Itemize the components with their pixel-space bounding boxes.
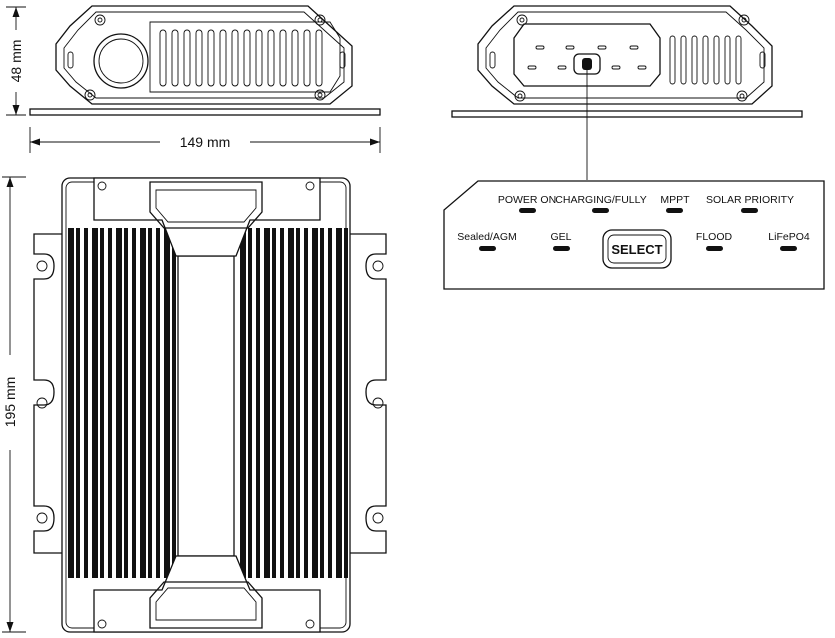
- vent-slot: [291, 29, 299, 87]
- heat-fin: [108, 228, 112, 578]
- vent-slot: [243, 29, 251, 87]
- heat-fin: [164, 228, 170, 578]
- heat-fin: [148, 228, 152, 578]
- heat-fin: [256, 228, 260, 578]
- heat-fin: [320, 228, 324, 578]
- led-mppt: [666, 208, 683, 213]
- heat-fin: [336, 228, 342, 578]
- heat-fin: [296, 228, 300, 578]
- heat-fin: [84, 228, 88, 578]
- heat-fin: [240, 228, 246, 578]
- led-charging-fully: [592, 208, 609, 213]
- heat-fin: [264, 228, 270, 578]
- rear-view-base-plate: [451, 110, 803, 118]
- heat-fin: [68, 228, 74, 578]
- heat-fin: [344, 228, 348, 578]
- heat-fin: [140, 228, 146, 578]
- heat-fin: [132, 228, 136, 578]
- led-label-power-on: POWER ON: [498, 194, 556, 206]
- rear-view-vents: [669, 35, 742, 85]
- led-panel-outline: [443, 180, 825, 290]
- led-power-on: [519, 208, 536, 213]
- led-sealed-agm: [479, 246, 496, 251]
- led-label-charging-fully: CHARGING/FULLY: [555, 194, 646, 206]
- led-label-mppt: MPPT: [660, 194, 690, 206]
- select-button-label: SELECT: [611, 242, 662, 257]
- vent-slot: [315, 29, 323, 87]
- led-lifepo4: [780, 246, 797, 251]
- vent-slot: [680, 35, 687, 85]
- vent-slot: [279, 29, 287, 87]
- heat-fin: [156, 228, 160, 578]
- front-view-base-plate: [29, 108, 381, 116]
- heat-fin: [172, 228, 176, 578]
- led-label-solar-priority: SOLAR PRIORITY: [706, 194, 794, 206]
- heat-fin: [288, 228, 294, 578]
- front-view-housing: [55, 5, 353, 105]
- top-view: [33, 177, 387, 633]
- length-dimension-label: 195 mm: [2, 377, 18, 428]
- heat-fin: [124, 228, 128, 578]
- front-view-vents: [159, 29, 323, 87]
- heat-fin: [312, 228, 318, 578]
- heat-fin: [100, 228, 104, 578]
- led-label-sealed-agm: Sealed/AGM: [457, 231, 517, 243]
- vent-slot: [195, 29, 203, 87]
- vent-slot: [159, 29, 167, 87]
- front-view-terminal: [93, 33, 149, 89]
- top-view-center-channel: [177, 255, 235, 557]
- vent-slot: [207, 29, 215, 87]
- vent-slot: [691, 35, 698, 85]
- vent-slot: [267, 29, 275, 87]
- rear-view: [451, 5, 803, 180]
- led-flood: [706, 246, 723, 251]
- vent-slot: [219, 29, 227, 87]
- heat-fin: [272, 228, 276, 578]
- width-dimension-label: 149 mm: [180, 134, 231, 150]
- heat-fin: [92, 228, 98, 578]
- led-solar-priority: [741, 208, 758, 213]
- length-dimension: 195 mm: [2, 176, 26, 633]
- vent-slot: [231, 29, 239, 87]
- top-view-mount-plate: [33, 233, 387, 554]
- heat-fin: [116, 228, 122, 578]
- top-view-heat-fins: [68, 228, 348, 578]
- heat-fin: [76, 228, 80, 578]
- heat-fin: [280, 228, 284, 578]
- rear-view-indicator-window: [513, 23, 661, 87]
- led-panel-detail: POWER ON CHARGING/FULLY MPPT SOLAR PRIOR…: [443, 180, 825, 290]
- led-label-gel: GEL: [550, 231, 571, 243]
- height-dimension: 48 mm: [6, 6, 26, 116]
- top-view-upper-cap: [149, 181, 263, 229]
- led-label-lifepo4: LiFePO4: [768, 231, 810, 243]
- vent-slot: [735, 35, 742, 85]
- front-view: [29, 5, 381, 116]
- heat-fin: [248, 228, 252, 578]
- vent-slot: [255, 29, 263, 87]
- height-dimension-label: 48 mm: [8, 40, 24, 83]
- heat-fin: [328, 228, 332, 578]
- width-dimension: 149 mm: [29, 127, 381, 153]
- top-view-lower-cap: [149, 581, 263, 629]
- vent-slot: [669, 35, 676, 85]
- vent-slot: [303, 29, 311, 87]
- led-gel: [553, 246, 570, 251]
- rear-view-housing: [477, 5, 773, 105]
- vent-slot: [183, 29, 191, 87]
- vent-slot: [724, 35, 731, 85]
- vent-slot: [713, 35, 720, 85]
- vent-slot: [171, 29, 179, 87]
- heat-fin: [304, 228, 308, 578]
- led-label-flood: FLOOD: [696, 231, 733, 243]
- vent-slot: [702, 35, 709, 85]
- select-button[interactable]: SELECT: [602, 229, 672, 269]
